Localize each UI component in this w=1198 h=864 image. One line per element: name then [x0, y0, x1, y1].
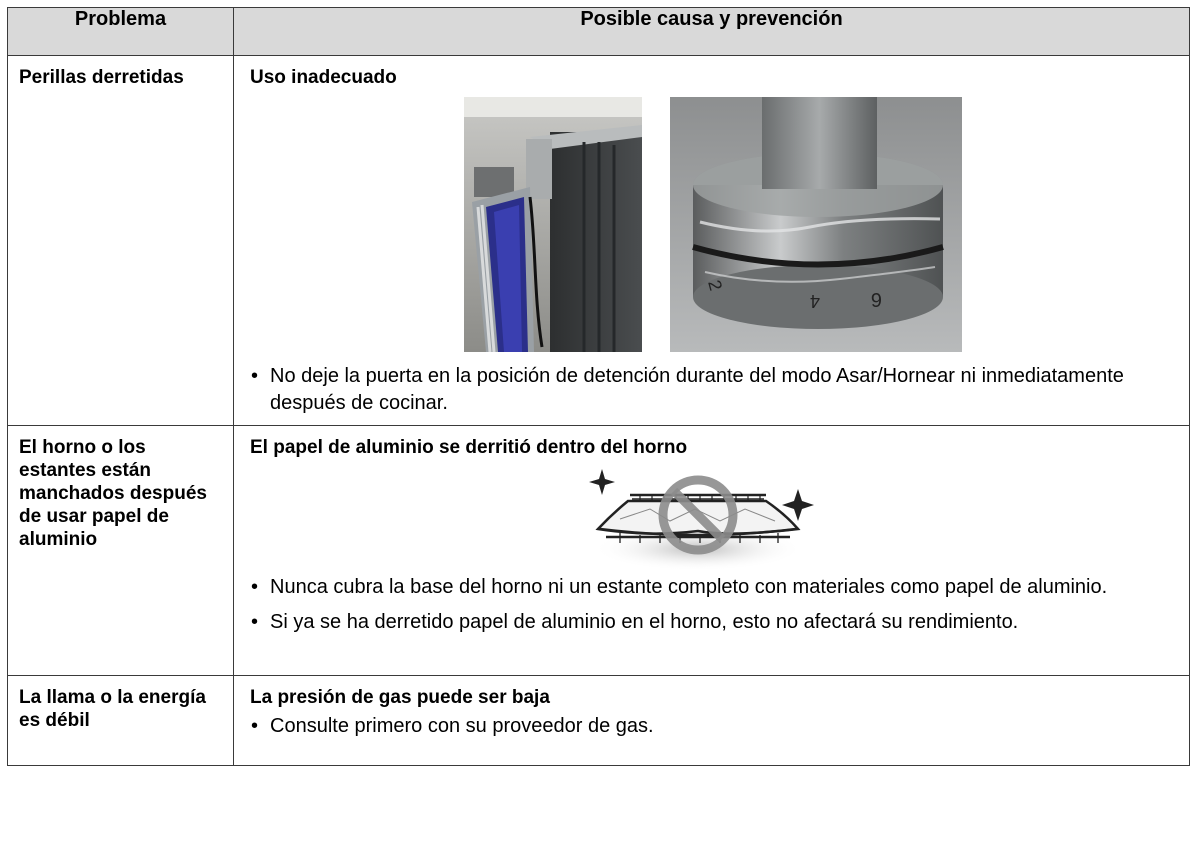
problem-cell: El horno o los estantes están manchados …: [7, 425, 234, 676]
knob-mark-2: 2: [704, 278, 726, 293]
bullet-text: Consulte primero con su proveedor de gas…: [270, 715, 654, 737]
cause-cell: La presión de gas puede ser baja • Consul…: [233, 675, 1190, 766]
table-row: Perillas derretidas Uso inadecuado: [7, 55, 1190, 426]
list-item: • No deje la puerta en la posición de det…: [250, 363, 1177, 417]
header-problem: Problema: [7, 7, 234, 56]
list-item: • Consulte primero con su proveedor de ga…: [250, 713, 1177, 740]
problem-cell: La llama o la energía es débil: [7, 675, 234, 766]
cause-title: La presión de gas puede ser baja: [250, 687, 550, 708]
bullet-icon: •: [251, 611, 259, 633]
knob-mark-6: 6: [871, 288, 882, 310]
header-cause: Posible causa y prevención: [233, 7, 1190, 56]
melted-knob-photo: 2 4 6: [670, 97, 962, 352]
knob-mark-4: 4: [810, 291, 820, 311]
cause-cell: Uso inadecuado: [233, 55, 1190, 426]
table-row: La llama o la energía es débil La presió…: [7, 675, 1190, 766]
troubleshooting-table: Problema Posible causa y prevención Peri…: [7, 7, 1190, 766]
oven-door-photo: [464, 97, 642, 352]
bullet-list: • No deje la puerta en la posición de det…: [250, 363, 1177, 417]
bullet-text: Nunca cubra la base del horno ni un esta…: [270, 576, 1108, 598]
bullet-text: No deje la puerta en la posición de dete…: [270, 365, 1124, 414]
list-item: • Si ya se ha derretido papel de aluminio…: [250, 609, 1177, 636]
bullet-text: Si ya se ha derretido papel de aluminio …: [270, 611, 1019, 633]
cause-cell: El papel de aluminio se derritió dentro …: [233, 425, 1190, 676]
bullet-list: • Consulte primero con su proveedor de ga…: [250, 713, 1177, 740]
bullet-list: • Nunca cubra la base del horno ni un est…: [250, 574, 1177, 636]
image-row: 2 4 6: [250, 89, 1177, 363]
bullet-icon: •: [251, 576, 259, 598]
cause-title: El papel de aluminio se derritió dentro …: [250, 437, 688, 458]
foil-figure: [250, 459, 1177, 574]
table-row: El horno o los estantes están manchados …: [7, 425, 1190, 676]
list-item: • Nunca cubra la base del horno ni un est…: [250, 574, 1177, 601]
cause-title: Uso inadecuado: [250, 67, 397, 88]
bullet-icon: •: [251, 715, 259, 737]
prohibited-foil-icon: [589, 469, 814, 571]
bullet-icon: •: [251, 365, 259, 387]
table-header-row: Problema Posible causa y prevención: [7, 7, 1190, 56]
problem-cell: Perillas derretidas: [7, 55, 234, 426]
